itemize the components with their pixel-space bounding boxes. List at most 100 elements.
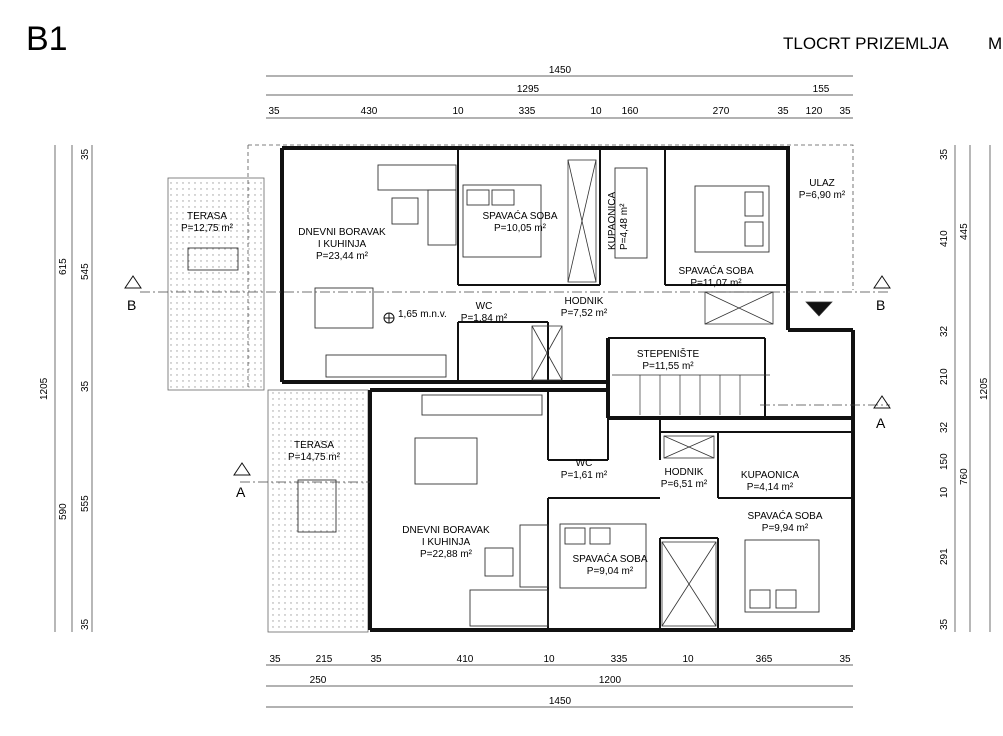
entrance-name: ULAZ (809, 178, 835, 189)
level-marker-icon (383, 312, 395, 324)
wc-bottom-area: P=1,61 m² (561, 470, 608, 481)
dim-bottom-8: 35 (839, 654, 851, 665)
entrance-area: P=6,90 m² (799, 190, 846, 201)
terrace-bottom-area-label: P=14,75 m² (288, 452, 341, 463)
walls (280, 146, 855, 632)
dim-right-in-6: 10 (939, 486, 950, 498)
bathroom-bottom-name: KUPAONICA (741, 470, 799, 481)
dim-left-total: 1205 (39, 377, 50, 400)
bathroom-top-area: P=4,48 m² (619, 203, 630, 250)
dim-bottom-3: 410 (457, 654, 474, 665)
dim-left-in-0: 35 (80, 148, 91, 160)
hall-bottom-area: P=6,51 m² (661, 479, 708, 490)
wardrobes (531, 159, 774, 627)
dim-right-in-5: 150 (939, 453, 950, 470)
dim-right-in-3: 210 (939, 368, 950, 385)
beds (462, 184, 820, 613)
staircase (612, 301, 833, 415)
dim-left-in-3: 555 (80, 495, 91, 512)
dimension-labels: 1450 1295 155 35 430 10 335 10 160 270 3… (268, 65, 851, 707)
terrace-bottom-area (267, 389, 369, 633)
dim-bottom-1: 215 (316, 654, 333, 665)
hall-top-area: P=7,52 m² (561, 308, 608, 319)
section-a-right: A (876, 415, 886, 431)
bathroom-top-name: KUPAONICA (607, 192, 618, 250)
sheet-code: B1 (26, 20, 68, 58)
bedroom-1-area: P=10,05 m² (494, 223, 547, 234)
dim-left-bottom: 590 (58, 503, 69, 520)
dim-top-8: 120 (806, 106, 823, 117)
vertical-dimension-labels: 1205 615 590 35 545 35 555 35 445 760 12… (39, 148, 990, 630)
dim-top-1: 430 (361, 106, 378, 117)
section-a-left: A (236, 484, 246, 500)
dim-right-in-0: 35 (939, 148, 950, 160)
dim-top-2: 10 (452, 106, 464, 117)
terrace-bottom-name: TERASA (294, 440, 334, 451)
stairs-name: STEPENIŠTE (637, 347, 700, 360)
dim-left-in-2: 35 (80, 380, 91, 392)
dim-bottom-4: 10 (543, 654, 555, 665)
dim-bottom-0: 35 (269, 654, 281, 665)
bedroom-2-name: SPAVAĆA SOBA (678, 264, 753, 277)
dim-top-4: 10 (590, 106, 602, 117)
dimension-lines (54, 75, 991, 708)
dim-top-b: 155 (813, 84, 830, 95)
hall-top-name: HODNIK (565, 296, 604, 307)
dim-bottom-total: 1450 (549, 696, 572, 707)
dim-bottom-7: 365 (756, 654, 773, 665)
dim-top-6: 270 (713, 106, 730, 117)
sheet-title: TLOCRT PRIZEMLJA (783, 34, 949, 53)
dim-top-a: 1295 (517, 84, 540, 95)
dim-right-a: 445 (959, 223, 970, 240)
dim-right-total: 1205 (979, 377, 990, 400)
terrace-top-area-label: P=12,75 m² (181, 223, 234, 234)
wc-bottom-name: WC (576, 458, 593, 469)
bedroom-2-area: P=11,07 m² (690, 278, 742, 289)
dim-bottom-6: 10 (682, 654, 694, 665)
furniture (187, 164, 648, 627)
section-b-right: B (876, 297, 885, 313)
bedroom-4-area: P=9,04 m² (587, 566, 634, 577)
dim-right-in-8: 35 (939, 618, 950, 630)
living-top-name2: I KUHINJA (318, 239, 367, 250)
dim-top-total: 1450 (549, 65, 572, 76)
bedroom-3-area: P=9,94 m² (762, 523, 809, 534)
dim-left-top: 615 (58, 258, 69, 275)
hall-bottom-name: HODNIK (665, 467, 704, 478)
dim-top-5: 160 (622, 106, 639, 117)
stairs-area: P=11,55 m² (642, 361, 694, 372)
living-bottom-name: DNEVNI BORAVAK (402, 525, 490, 536)
bedroom-1-name: SPAVAĆA SOBA (482, 209, 557, 222)
dim-left-in-4: 35 (80, 618, 91, 630)
dim-right-in-4: 32 (939, 421, 950, 433)
dim-top-0: 35 (268, 106, 280, 117)
room-labels: TERASA P=12,75 m² DNEVNI BORAVAK I KUHIN… (181, 178, 846, 577)
bathroom-bottom-area: P=4,14 m² (747, 482, 794, 493)
dim-left-in-1: 545 (80, 263, 91, 280)
bedroom-3-name: SPAVAĆA SOBA (747, 509, 822, 522)
dim-bottom-b: 1200 (599, 675, 622, 686)
section-markers (124, 275, 891, 476)
level-label: 1,65 m.n.v. (398, 309, 447, 320)
dim-bottom-5: 335 (611, 654, 628, 665)
living-top-name: DNEVNI BORAVAK (298, 227, 386, 238)
wc-top-name: WC (476, 301, 493, 312)
living-top-area: P=23,44 m² (316, 251, 369, 262)
living-bottom-name2: I KUHINJA (422, 537, 471, 548)
roof-outline (247, 144, 854, 390)
dim-right-in-2: 32 (939, 325, 950, 337)
dim-right-in-1: 410 (939, 230, 950, 247)
dim-top-3: 335 (519, 106, 536, 117)
dim-right-b: 760 (959, 468, 970, 485)
wc-top-area: P=1,84 m² (461, 313, 508, 324)
dim-bottom-a: 250 (310, 675, 327, 686)
section-lines (140, 291, 890, 483)
section-b-left: B (127, 297, 136, 313)
living-bottom-area: P=22,88 m² (420, 549, 473, 560)
dim-bottom-2: 35 (370, 654, 382, 665)
terrace-top-name: TERASA (187, 211, 227, 222)
bedroom-4-name: SPAVAĆA SOBA (572, 552, 647, 565)
dim-top-9: 35 (839, 106, 851, 117)
terrace-top-area (167, 177, 265, 391)
